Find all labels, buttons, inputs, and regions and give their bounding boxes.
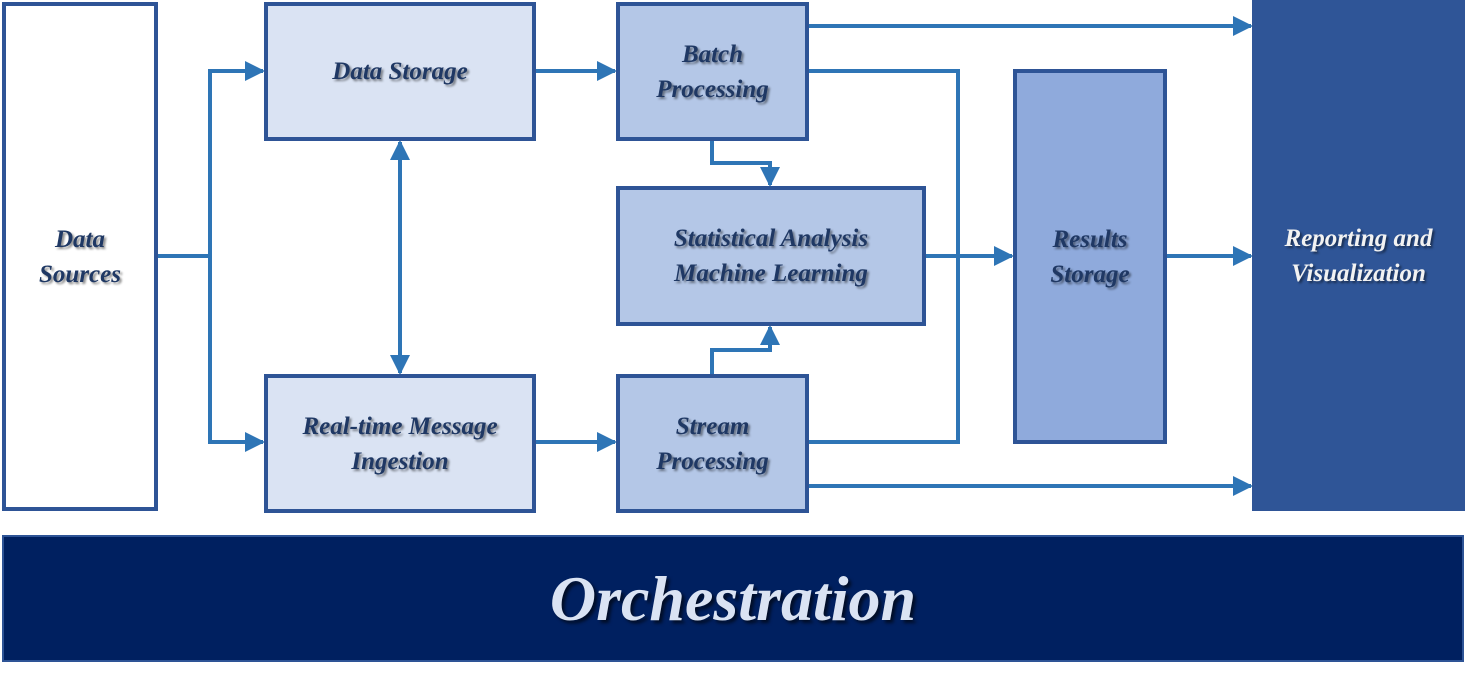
orchestration-banner: Orchestration [2, 535, 1464, 662]
arrow-batch-to-analysis [710, 141, 780, 187]
arrow-sources-to-storage [208, 61, 265, 256]
arrow-stream-to-results-branch [809, 256, 960, 444]
arrow-stream-to-analysis [710, 325, 780, 374]
results-storage-label: Results Storage [1050, 225, 1130, 288]
data-sources-label: Data Sources [39, 225, 121, 288]
reporting-visualization-box: Reporting and Visualization [1252, 0, 1465, 511]
stream-processing-box: Stream Processing [616, 374, 809, 513]
statistical-analysis-box: Statistical Analysis Machine Learning [616, 186, 926, 326]
realtime-ingestion-label: Real-time Message Ingestion [302, 412, 498, 475]
stream-processing-label: Stream Processing [656, 412, 769, 475]
statistical-analysis-label: Statistical Analysis Machine Learning [673, 225, 869, 287]
reporting-visualization-label: Reporting and Visualization [1284, 224, 1433, 287]
arrow-sources-to-ingestion [208, 256, 265, 452]
results-storage-box: Results Storage [1013, 69, 1167, 444]
orchestration-label: Orchestration [549, 562, 917, 634]
data-sources-box: Data Sources [2, 2, 158, 511]
realtime-ingestion-box: Real-time Message Ingestion [264, 374, 536, 513]
data-storage-label: Data Storage [332, 58, 468, 85]
data-storage-box: Data Storage [264, 2, 536, 141]
arrow-batch-to-results-branch [809, 69, 960, 256]
batch-processing-label: Batch Processing [656, 40, 769, 103]
batch-processing-box: Batch Processing [616, 2, 809, 141]
